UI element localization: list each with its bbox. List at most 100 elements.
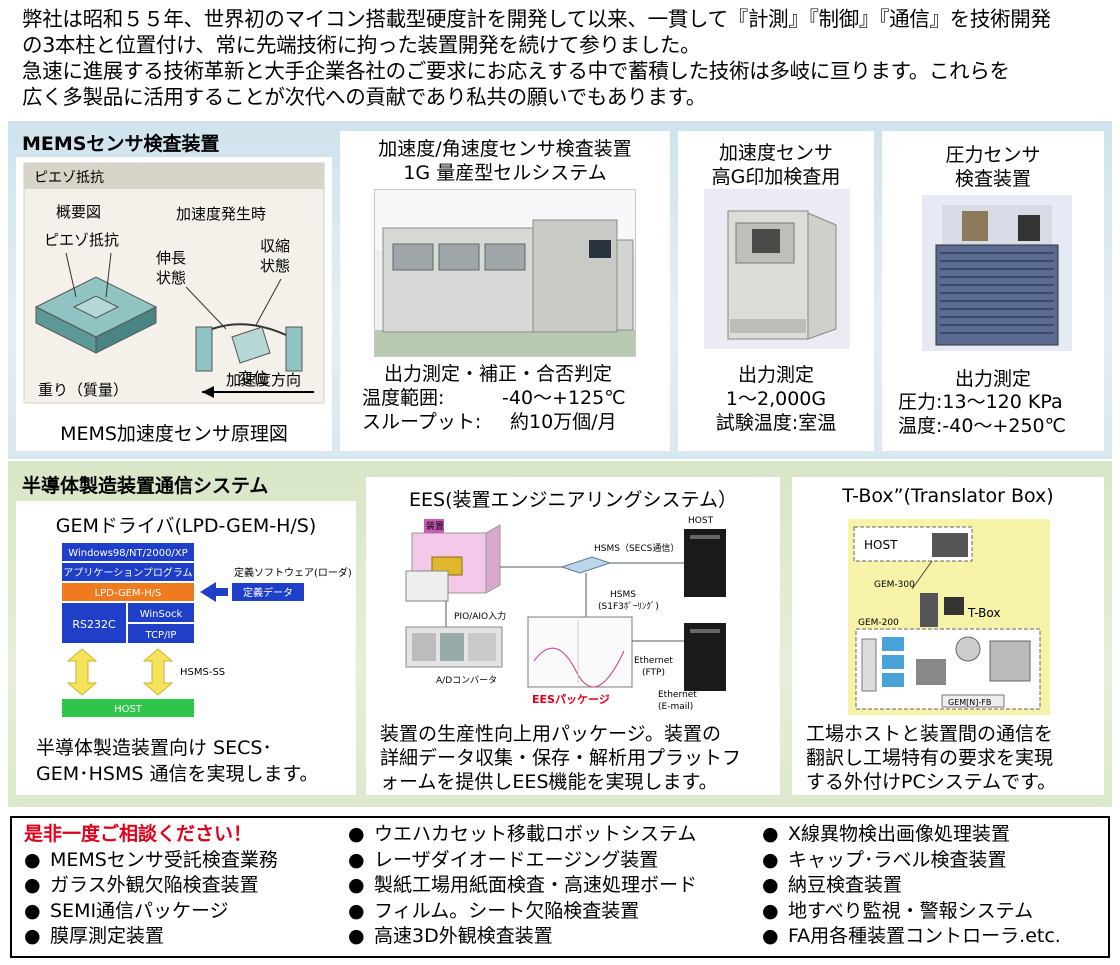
ees-hsms-secs-label: HSMS（SECS通信） xyxy=(594,542,679,554)
bullet-icon: ● xyxy=(348,848,365,871)
diagram-displacement-label: 変位 xyxy=(238,369,268,387)
ees-panel: EES(装置エンジニアリングシステム） 装置 HOST HSMS（SECS通信）… xyxy=(366,477,780,795)
pressure-photo xyxy=(922,195,1072,351)
ees-desc-1: 装置の生産性向上用パッケージ。装置の xyxy=(380,723,722,745)
bullet-icon: ● xyxy=(348,823,365,845)
diagram-shrink-label-2: 状態 xyxy=(260,257,290,275)
high-g-photo xyxy=(704,189,850,349)
diagram-shrink-label: 収縮 xyxy=(260,237,290,255)
intro-line-4: 広く多製品に活用することが次代への貢献であり私共の願いでもあります。 xyxy=(22,85,706,109)
tbox-gem200-label: GEM-200 xyxy=(858,618,899,628)
list-item: ●高速3D外観検査装置 xyxy=(348,924,697,950)
high-g-desc-1: 出力測定 xyxy=(737,364,814,386)
ees-eth-ftp-2: (FTP) xyxy=(642,668,665,678)
semi-section-title: 半導体製造装置通信システム xyxy=(22,475,269,497)
accel-gyro-throughput-value: 約10万個/月 xyxy=(510,411,617,433)
diagram-stretch-label: 伸長 xyxy=(156,249,186,267)
bullet-icon: ● xyxy=(348,874,365,896)
accel-gyro-panel: 加速度/角速度センサ検査装置 1G 量産型セルシステム 出力測定・補正・合否判定… xyxy=(340,131,670,451)
accel-gyro-desc: 出力測定・補正・合否判定 xyxy=(384,363,613,385)
gem-desc-2: GEM･HSMS 通信を実現します。 xyxy=(36,763,319,785)
tbox-desc-3: する外付けPCシステムです。 xyxy=(806,771,1057,793)
contact-column-3: ●X線異物検出画像処理装置 ●キャップ･ラベル検査装置 ●納豆検査装置 ●地すべ… xyxy=(762,822,1061,950)
diagram-weight-label: 重り（質量） xyxy=(38,381,128,399)
gem-lpd-box: LPD-GEM-H/S xyxy=(95,588,162,599)
tbox-host-label: HOST xyxy=(864,538,898,552)
gem-driver-panel: GEMドライバ(LPD-GEM-H/S) Windows98/NT/2000/X… xyxy=(16,501,356,795)
diagram-caption: MEMS加速度センサ原理図 xyxy=(60,423,288,445)
ees-title: EES(装置エンジニアリングシステム） xyxy=(409,489,737,511)
mems-section: MEMSセンサ検査装置 ピエゾ抵抗 概要図 加速度発生時 ピエゾ抵抗 伸長 状態… xyxy=(8,121,1112,459)
tbox-desc-1: 工場ホストと装置間の通信を xyxy=(806,723,1054,745)
diagram-overview-label: 概要図 xyxy=(56,203,101,221)
list-item: ●膜厚測定装置 xyxy=(24,924,278,950)
intro-line-2: の3本柱と位置付け、常に先端技術に拘った装置開発を続けて参りました。 xyxy=(22,33,701,57)
ees-equipment-label: 装置 xyxy=(426,520,444,532)
gem-tcpip-box: TCP/IP xyxy=(145,630,177,641)
ees-eth-ftp-1: Ethernet xyxy=(634,656,673,666)
list-item: ●納豆検査装置 xyxy=(762,873,1061,899)
bullet-icon: ● xyxy=(24,925,41,947)
accel-gyro-throughput-label: スループット: xyxy=(362,411,482,433)
accel-gyro-photo xyxy=(374,189,636,357)
list-item: ●ウエハカセット移載ロボットシステム xyxy=(348,822,697,848)
gem-driver-diagram: Windows98/NT/2000/XP アプリケーションプログラム LPD-G… xyxy=(62,543,352,717)
mems-diagram-panel: ピエゾ抵抗 概要図 加速度発生時 ピエゾ抵抗 伸長 状態 収縮 状態 変位 重り… xyxy=(16,157,332,451)
bullet-icon: ● xyxy=(762,848,779,871)
gem-windows-box: Windows98/NT/2000/XP xyxy=(68,548,187,559)
tbox-gem300-label: GEM-300 xyxy=(874,580,915,590)
high-g-desc-2: 1～2,000G xyxy=(725,388,827,410)
list-item: ●キャップ･ラベル検査装置 xyxy=(762,848,1061,874)
bullet-icon: ● xyxy=(762,925,779,947)
ees-s1f3-label: (S1F3ﾎﾟｰﾘﾝｸﾞ) xyxy=(598,601,659,612)
gem-def-soft-label: 定義ソフトウェア(ローダ) xyxy=(234,566,352,579)
intro-line-1: 弊社は昭和５５年、世界初のマイコン搭載型硬度計を開発して以来、一貫して『計測』『… xyxy=(22,7,1051,31)
ees-desc-3: ォームを提供しEES機能を実現します。 xyxy=(380,771,718,793)
intro-text: 弊社は昭和５５年、世界初のマイコン搭載型硬度計を開発して以来、一貫して『計測』『… xyxy=(22,6,1112,110)
bullet-icon: ● xyxy=(24,874,41,896)
bullet-icon: ● xyxy=(348,899,365,922)
accel-gyro-title-2: 1G 量産型セルシステム xyxy=(403,162,607,184)
ees-eth-mail-2: (E-mail) xyxy=(658,702,693,712)
pressure-title-2: 検査装置 xyxy=(954,168,1031,190)
list-item: ●ガラス外観欠陥検査装置 xyxy=(24,873,278,899)
pressure-desc-2: 圧力:13～120 KPa xyxy=(898,391,1063,413)
tbox-panel: T-Box”(Translator Box) HOST GEM-300 GEM-… xyxy=(792,477,1104,795)
ees-eth-mail-1: Ethernet xyxy=(658,690,697,700)
tbox-desc-2: 翻訳し工場特有の要求を実現 xyxy=(806,747,1054,769)
semi-section: 半導体製造装置通信システム GEMドライバ(LPD-GEM-H/S) Windo… xyxy=(8,461,1112,807)
diagram-accel-label: 加速度発生時 xyxy=(176,205,266,223)
accel-gyro-title-1: 加速度/角速度センサ検査装置 xyxy=(378,138,632,160)
intro-line-3: 急速に進展する技術革新と大手企業各社のご要求にお応えする中で蓄積した技術は多岐に… xyxy=(22,59,1010,83)
pressure-desc-1: 出力測定 xyxy=(954,368,1031,390)
high-g-desc-3: 試験温度:室温 xyxy=(715,412,837,434)
contact-column-2: ●ウエハカセット移載ロボットシステム ●レーザダイオードエージング装置 ●製紙工… xyxy=(348,822,697,950)
gem-rs232c-box: RS232C xyxy=(72,618,116,631)
gem-def-data-box: 定義データ xyxy=(243,586,293,599)
gem-driver-title: GEMドライバ(LPD-GEM-H/S) xyxy=(55,515,317,537)
diagram-header: ピエゾ抵抗 xyxy=(34,170,104,186)
ees-package-label: EESパッケージ xyxy=(532,693,610,706)
accel-gyro-temp-label: 温度範囲: xyxy=(362,387,445,409)
pressure-title-1: 圧力センサ xyxy=(945,144,1041,166)
bullet-icon: ● xyxy=(762,899,779,922)
tbox-diagram: HOST GEM-300 GEM-200 T-Box GEM[N]-FB xyxy=(848,519,1050,715)
accel-gyro-temp-value: -40～+125℃ xyxy=(502,387,626,409)
mems-principle-diagram: ピエゾ抵抗 概要図 加速度発生時 ピエゾ抵抗 伸長 状態 収縮 状態 変位 重り… xyxy=(23,162,325,404)
contact-column-1: 是非一度ご相談ください！ ●MEMSセンサ受託検査業務 ●ガラス外観欠陥検査装置… xyxy=(24,822,278,950)
bullet-icon: ● xyxy=(762,874,779,896)
high-g-panel: 加速度センサ 高G印加検査用 出力測定 1～2,000G 試験温度:室温 xyxy=(678,131,874,451)
bullet-icon: ● xyxy=(762,823,779,845)
bullet-icon: ● xyxy=(348,925,365,947)
list-item: ●MEMSセンサ受託検査業務 xyxy=(24,848,278,874)
gem-winsock-box: WinSock xyxy=(140,609,183,620)
gem-hsms-ss-label: HSMS-SS xyxy=(180,667,225,678)
list-item: ●X線異物検出画像処理装置 xyxy=(762,822,1061,848)
pressure-desc-3: 温度:-40～+250℃ xyxy=(898,415,1066,437)
contact-box: 是非一度ご相談ください！ ●MEMSセンサ受託検査業務 ●ガラス外観欠陥検査装置… xyxy=(10,816,1110,958)
pressure-panel: 圧力センサ 検査装置 出力測定 圧力:13～120 KPa 温度:-40～+25 xyxy=(882,131,1104,451)
list-item: ●製紙工場用紙面検査・高速処理ボード xyxy=(348,873,697,899)
diagram-direction-label: 加速度方向 xyxy=(226,371,301,389)
mems-section-title: MEMSセンサ検査装置 xyxy=(22,133,220,155)
bullet-icon: ● xyxy=(24,899,41,922)
